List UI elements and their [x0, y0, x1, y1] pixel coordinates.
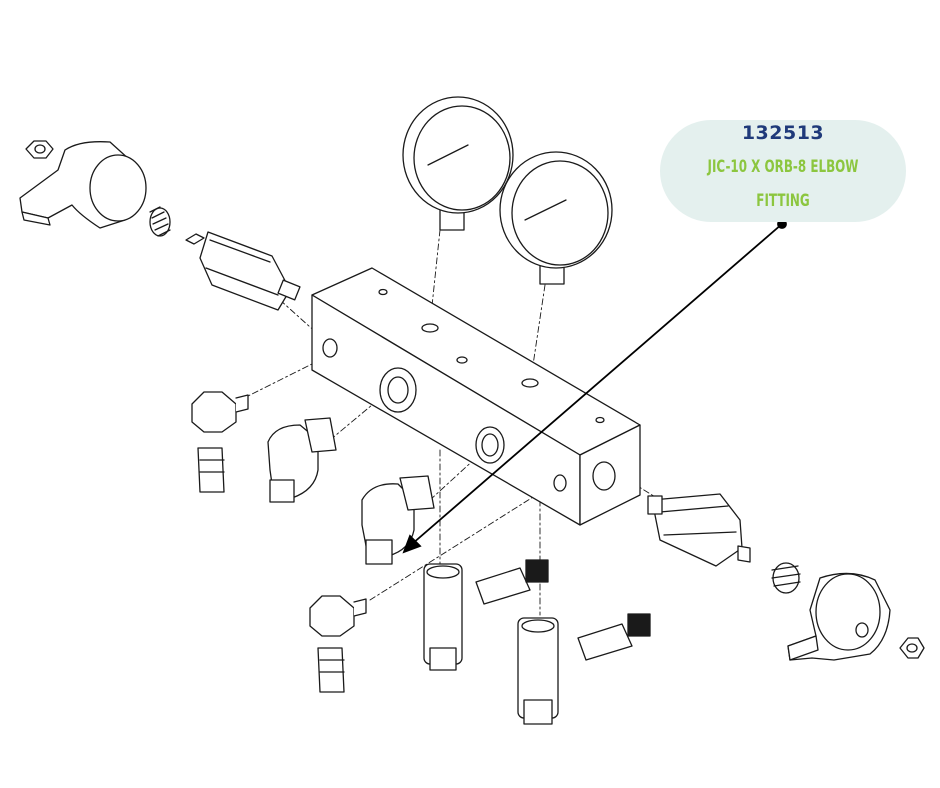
part-callout: 132513 JIC-10 X ORB-8 ELBOW FITTING	[660, 120, 906, 222]
right-handle	[787, 572, 891, 661]
lower-elbow	[361, 475, 435, 565]
part-number-label: 132513	[741, 122, 825, 144]
right-spring	[771, 562, 801, 594]
left-spring	[149, 206, 171, 237]
right-valve	[647, 493, 751, 567]
sensor-lower	[577, 613, 651, 661]
pressure-gauge-right	[499, 151, 613, 285]
left-valve	[185, 231, 301, 311]
upper-elbow	[267, 417, 337, 503]
part-description-label: JIC-10 X ORB-8 ELBOW FITTING	[707, 157, 859, 211]
right-nut	[899, 637, 925, 659]
left-plug-upper	[191, 391, 249, 493]
valve-body-center	[423, 563, 463, 671]
manifold-block	[311, 267, 641, 526]
pressure-gauge-left	[402, 96, 514, 231]
sensor-upper	[475, 559, 549, 605]
left-nut	[25, 140, 54, 159]
valve-body-right	[517, 617, 559, 725]
left-plug-lower	[309, 595, 367, 693]
left-handle	[19, 141, 147, 229]
